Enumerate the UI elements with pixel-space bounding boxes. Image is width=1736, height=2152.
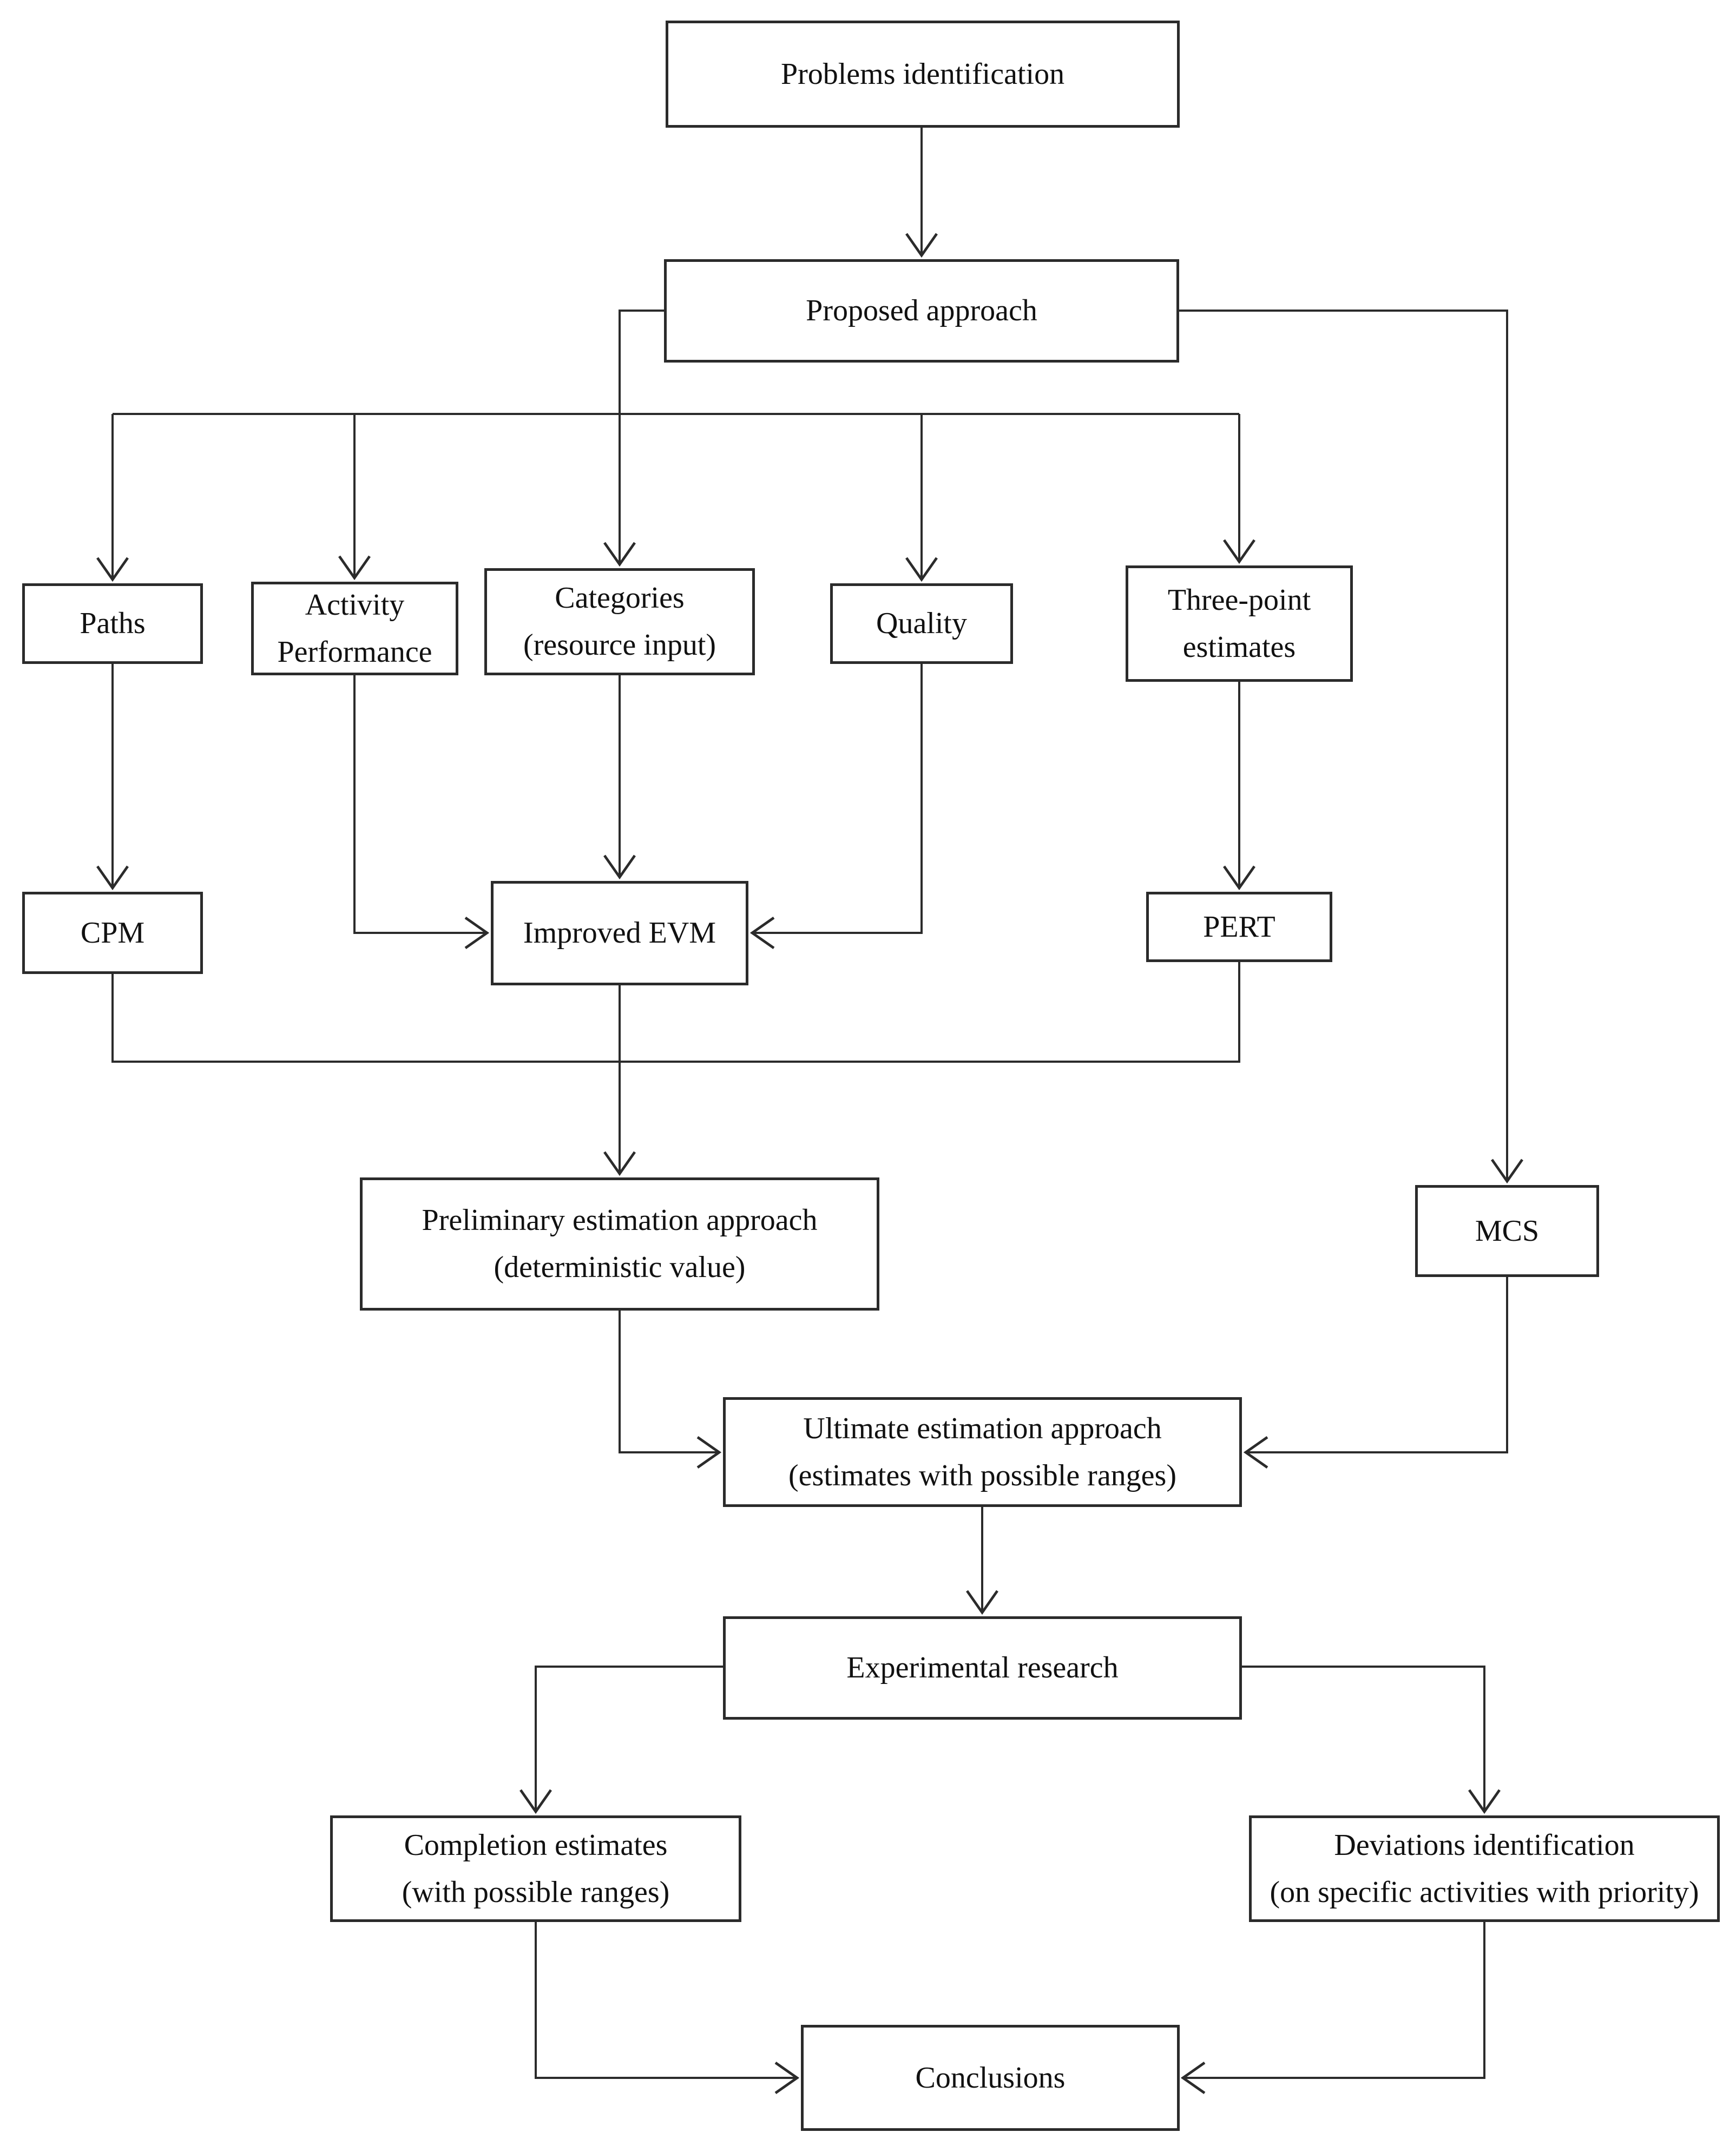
node-activity-performance-label: Activity Performance — [277, 588, 432, 669]
connector-quality-to-improved-evm — [752, 664, 923, 933]
connector-preliminary-to-ultimate — [619, 1311, 719, 1452]
node-deviations-identification: Deviations identification (on specific a… — [1249, 1815, 1720, 1922]
node-problems-identification-label: Problems identification — [780, 57, 1065, 91]
connector-completion-to-conclusions — [535, 1922, 797, 2078]
node-experimental-research: Experimental research — [723, 1616, 1242, 1720]
node-pert: PERT — [1146, 892, 1332, 962]
node-three-point-estimates-label: Three-point estimates — [1167, 583, 1311, 664]
node-ultimate-estimation-approach-label: Ultimate estimation approach (estimates … — [788, 1411, 1176, 1492]
node-improved-evm-label: Improved EVM — [523, 916, 716, 950]
node-ultimate-estimation-approach: Ultimate estimation approach (estimates … — [723, 1397, 1242, 1507]
node-quality-label: Quality — [876, 607, 967, 641]
node-cpm: CPM — [22, 892, 203, 974]
node-quality: Quality — [830, 583, 1013, 664]
node-preliminary-estimation-approach-label: Preliminary estimation approach (determi… — [422, 1203, 818, 1284]
node-problems-identification: Problems identification — [666, 21, 1180, 128]
node-categories-resource-input-label: Categories (resource input) — [523, 581, 716, 662]
node-proposed-approach-label: Proposed approach — [806, 294, 1037, 328]
node-experimental-research-label: Experimental research — [846, 1651, 1119, 1685]
connector-cpm-pert-merge — [111, 962, 1240, 1063]
node-mcs: MCS — [1415, 1185, 1599, 1277]
node-proposed-approach: Proposed approach — [664, 259, 1179, 363]
node-preliminary-estimation-approach: Preliminary estimation approach (determi… — [360, 1177, 879, 1311]
connector-proposed-to-mcs — [1179, 310, 1507, 1181]
node-categories-resource-input: Categories (resource input) — [484, 568, 755, 675]
node-deviations-identification-label: Deviations identification (on specific a… — [1270, 1828, 1699, 1909]
node-paths-label: Paths — [80, 607, 146, 641]
connector-deviations-to-conclusions — [1183, 1922, 1485, 2078]
connector-proposed-to-categories — [620, 310, 664, 564]
node-cpm-label: CPM — [80, 916, 145, 950]
connector-activity-to-improved-evm — [353, 675, 487, 933]
node-activity-performance: Activity Performance — [251, 582, 458, 675]
node-improved-evm: Improved EVM — [491, 881, 748, 985]
node-conclusions: Conclusions — [801, 2025, 1180, 2131]
node-paths: Paths — [22, 583, 203, 664]
node-three-point-estimates: Three-point estimates — [1126, 565, 1353, 682]
connector-experimental-to-completion — [536, 1666, 723, 1812]
node-pert-label: PERT — [1203, 910, 1275, 944]
connector-experimental-to-deviations — [1242, 1666, 1484, 1812]
node-completion-estimates-label: Completion estimates (with possible rang… — [402, 1828, 670, 1909]
node-completion-estimates: Completion estimates (with possible rang… — [330, 1815, 741, 1922]
node-conclusions-label: Conclusions — [915, 2061, 1066, 2095]
connector-mcs-to-ultimate — [1246, 1277, 1508, 1452]
node-mcs-label: MCS — [1475, 1214, 1540, 1248]
